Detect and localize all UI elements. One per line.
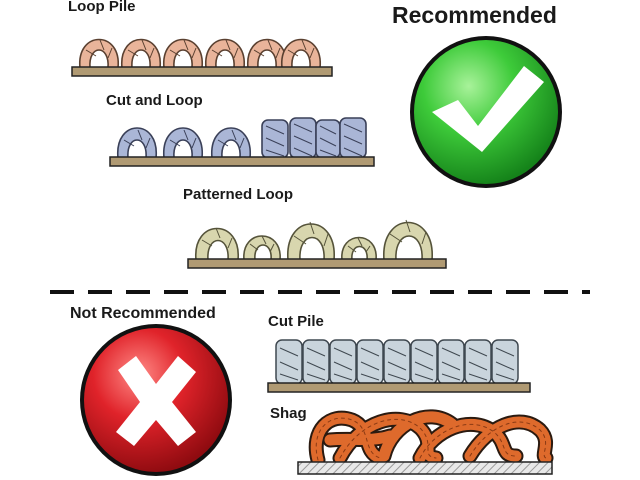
recommended-heading: Recommended bbox=[392, 2, 557, 28]
shag-fibers bbox=[308, 409, 554, 468]
patterned-loop-backing bbox=[187, 258, 447, 269]
loop-pile-carpet bbox=[71, 38, 333, 77]
loop-pile-fibers bbox=[79, 38, 321, 69]
cut-pile-fibers bbox=[275, 339, 519, 385]
cut-pile-backing bbox=[267, 382, 531, 393]
patterned-loop-carpet bbox=[187, 219, 447, 269]
cut-and-loop-carpet bbox=[109, 117, 375, 167]
loop-pile-label: Loop Pile bbox=[68, 0, 136, 15]
x-icon bbox=[116, 356, 196, 446]
loop-pile-backing bbox=[71, 66, 333, 77]
shag-backing bbox=[297, 461, 553, 475]
not-recommended-heading: Not Recommended bbox=[70, 305, 216, 322]
shag-carpet bbox=[297, 409, 554, 475]
shag-label: Shag bbox=[270, 405, 307, 422]
cut-and-loop-backing bbox=[109, 156, 375, 167]
recommended-badge bbox=[410, 36, 562, 188]
patterned-loop-fibers bbox=[195, 219, 433, 261]
not-recommended-badge bbox=[80, 324, 232, 476]
cut-pile-carpet bbox=[267, 339, 531, 393]
patterned-loop-label: Patterned Loop bbox=[183, 186, 294, 203]
cut-and-loop-fibers bbox=[117, 117, 367, 159]
cut-and-loop-label: Cut and Loop bbox=[106, 92, 203, 109]
checkmark-icon bbox=[432, 66, 544, 152]
cut-pile-label: Cut Pile bbox=[268, 313, 324, 330]
